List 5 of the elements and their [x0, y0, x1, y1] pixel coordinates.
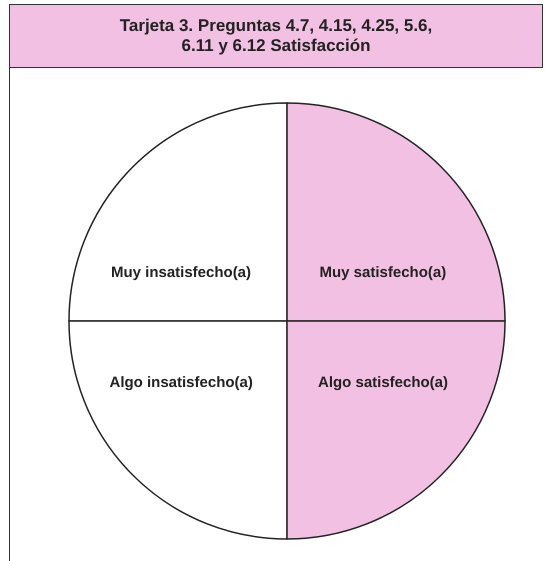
quadrant-label: Algo insatisfecho(a): [110, 374, 253, 390]
quadrant-label: Muy satisfecho(a): [320, 264, 446, 280]
quadrant-label: Muy insatisfecho(a): [111, 264, 252, 280]
quadrant-label: Algo satisfecho(a): [318, 374, 448, 390]
card-title: Tarjeta 3. Preguntas 4.7, 4.15, 4.25, 5.6, 6.11 y 6.12 Satisfacción: [118, 16, 434, 56]
